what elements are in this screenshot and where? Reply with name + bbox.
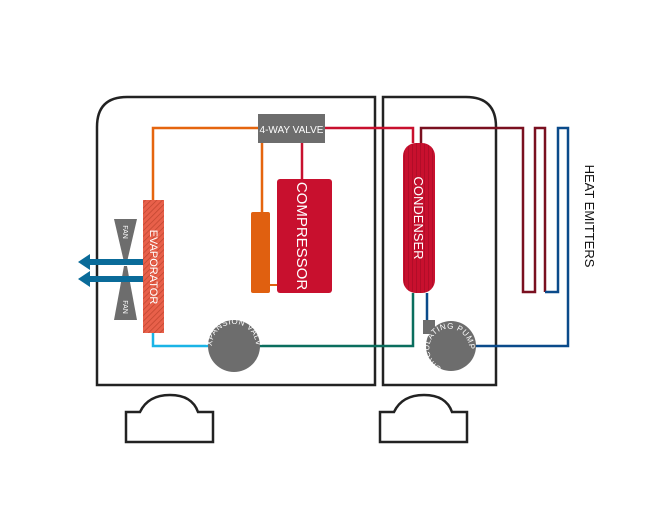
suction-pipe — [151, 126, 258, 200]
hot-gas-pipe — [325, 126, 415, 143]
circulating-pump: CIRCULATING PUMP — [422, 320, 476, 374]
compressor: COMPRESSOR — [277, 179, 332, 293]
return-pipe — [474, 126, 570, 348]
outdoor-unit-housing — [95, 95, 377, 387]
evaporator-label: EVAPORATOR — [147, 230, 159, 305]
indoor-unit-foot — [378, 393, 469, 444]
condenser: CONDENSER — [403, 143, 435, 293]
air-flow-arrows — [78, 254, 143, 287]
fan-top-label: FAN — [121, 225, 128, 239]
accumulator — [251, 212, 270, 293]
condenser-label: CONDENSER — [411, 176, 426, 259]
flow-pipe — [419, 126, 547, 294]
four-way-valve-label: 4-WAY VALVE — [260, 125, 324, 136]
fan: FAN FAN — [114, 219, 137, 320]
outdoor-unit-foot — [124, 393, 215, 444]
compressor-label: COMPRESSOR — [293, 182, 310, 291]
fan-bottom-label: FAN — [121, 300, 128, 314]
evaporator: EVAPORATOR — [143, 200, 164, 333]
liquid-pipe — [258, 293, 415, 348]
heat-emitters-label: HEAT EMITTERS — [582, 165, 597, 268]
four-way-valve: 4-WAY VALVE — [258, 114, 325, 143]
liquid-pipe-cold — [151, 333, 208, 348]
